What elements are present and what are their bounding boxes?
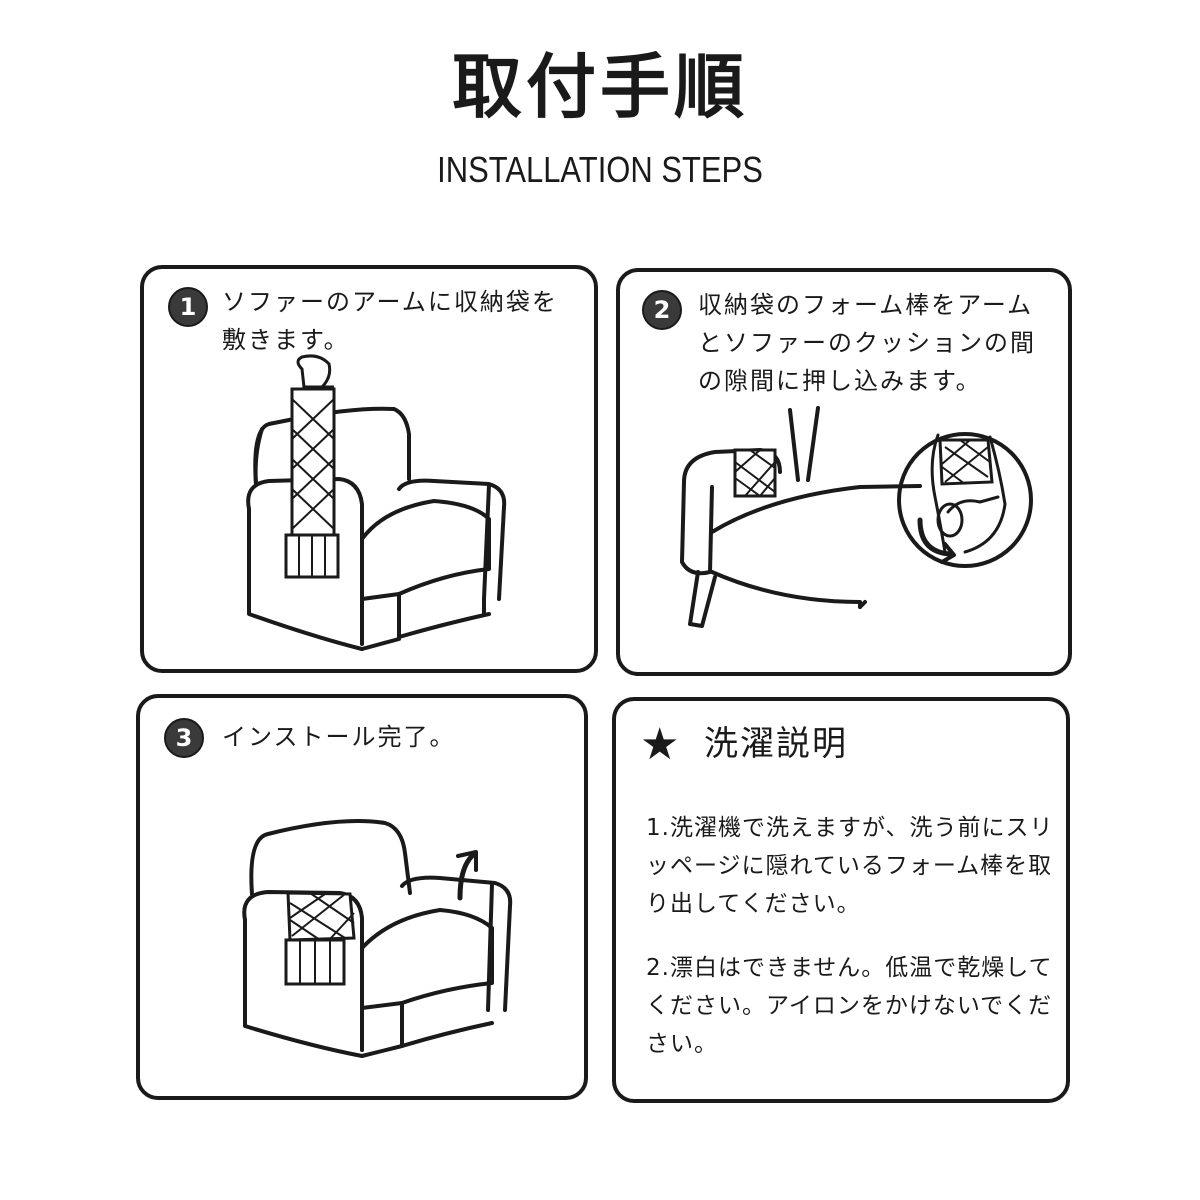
- step-1-text: ソファーのアームに収納袋を敷きます。: [222, 288, 558, 354]
- step-2-number-badge: 2: [642, 290, 682, 330]
- page-subtitle: INSTALLATION STEPS: [437, 149, 763, 190]
- step-2-text: 収納袋のフォーム棒をアームとソファーのクッションの間の隙間に押し込みます。: [698, 291, 1036, 395]
- washing-instruction-1: 1.洗濯機で洗えますが、洗う前にスリッページに隠れているフォーム棒を取り出してく…: [646, 815, 1054, 917]
- washing-instructions-panel: ★ 洗濯説明 1.洗濯機で洗えますが、洗う前にスリッページに隠れているフォーム棒…: [612, 697, 1070, 1103]
- step-3-number-badge: 3: [164, 718, 204, 758]
- star-icon: ★: [640, 719, 680, 770]
- washing-instruction-2: 2.漂白はできません。低温で乾燥してください。アイロンをかけないでください。: [646, 955, 1053, 1057]
- washing-title: 洗濯説明: [704, 724, 848, 764]
- armchair-with-organizer-illustration: [246, 354, 507, 651]
- step-1-number-badge: 1: [168, 287, 208, 327]
- step-3-panel: 3 インストール完了。: [136, 694, 588, 1100]
- step-2-panel: 2 収納袋のフォーム棒をアームとソファーのクッションの間の隙間に押し込みます。: [616, 268, 1072, 676]
- insert-foam-rod-illustration: [680, 406, 1033, 628]
- step-1-panel: 1 ソファーのアームに収納袋を敷きます。: [140, 265, 598, 673]
- installed-armchair-illustration: [242, 819, 513, 1058]
- step-3-text: インストール完了。: [222, 723, 456, 751]
- page-title: 取付手順: [452, 46, 748, 128]
